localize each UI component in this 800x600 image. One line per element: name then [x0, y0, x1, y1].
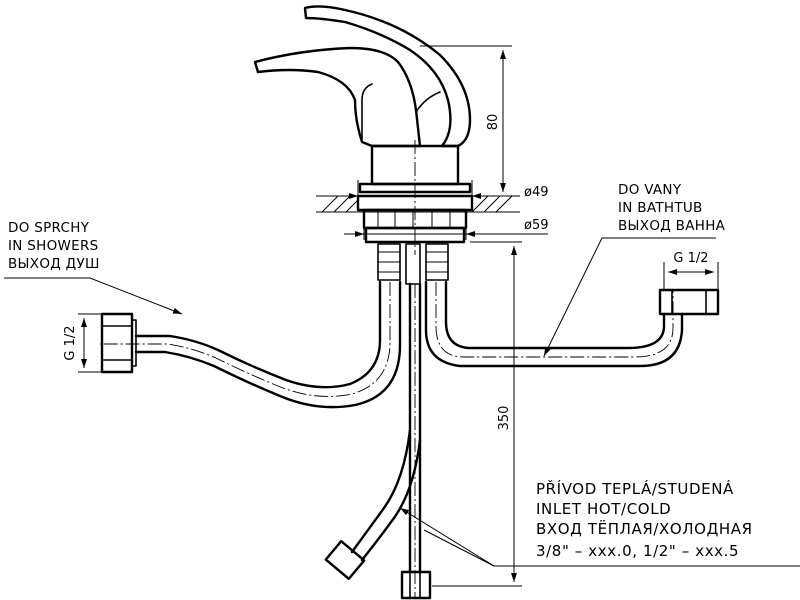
shower-label-line-3: ВЫХОД ДУШ [8, 256, 100, 272]
dimension-80: 80 [420, 45, 512, 197]
bathtub-label-line-1: DO VANY [618, 182, 682, 198]
inlet-label-line-4: 3/8" – xxx.0, 1/2" – xxx.5 [536, 542, 739, 560]
dimension-80-label: 80 [486, 114, 501, 131]
shower-label-line-2: IN SHOWERS [8, 238, 99, 254]
inlet-label: PŘÍVOD TEPLÁ/STUDENÁ INLET HOT/COLD ВХОД… [536, 479, 753, 560]
dimension-thread-right-label: G 1/2 [673, 251, 708, 266]
leader-lines [4, 237, 800, 567]
dimension-350: 350 [432, 241, 522, 587]
dimension-d49: ø49 [344, 180, 549, 204]
bathtub-label-line-2: IN BATHTUB [618, 200, 703, 216]
dimension-thread-left-label: G 1/2 [63, 325, 78, 360]
inlet-connectors [377, 243, 449, 285]
inlet-hoses [324, 282, 432, 600]
shower-label-line-1: DO SPRCHY [8, 220, 90, 236]
mixer-body [316, 140, 520, 255]
dimension-thread-right: G 1/2 [663, 251, 719, 290]
dimension-d59-label: ø59 [524, 218, 549, 233]
inlet-label-line-2: INLET HOT/COLD [536, 500, 671, 518]
mixer-lever [253, 5, 472, 148]
shower-label: DO SPRCHY IN SHOWERS ВЫХОД ДУШ [8, 220, 100, 272]
dimension-thread-left: G 1/2 [63, 313, 102, 373]
inlet-label-line-1: PŘÍVOD TEPLÁ/STUDENÁ [536, 479, 734, 498]
shower-outlet-pipe [100, 280, 402, 409]
bathtub-label: DO VANY IN BATHTUB ВЫХОД ВАННА [618, 182, 726, 234]
dimension-d59: ø59 [344, 214, 549, 240]
bathtub-outlet-pipe [424, 280, 720, 368]
bathtub-label-line-3: ВЫХОД ВАННА [618, 218, 726, 234]
inlet-label-line-3: ВХОД ТЁПЛАЯ/ХОЛОДНАЯ [536, 519, 753, 538]
dimension-350-label: 350 [497, 406, 512, 431]
dimension-d49-label: ø49 [524, 185, 549, 200]
